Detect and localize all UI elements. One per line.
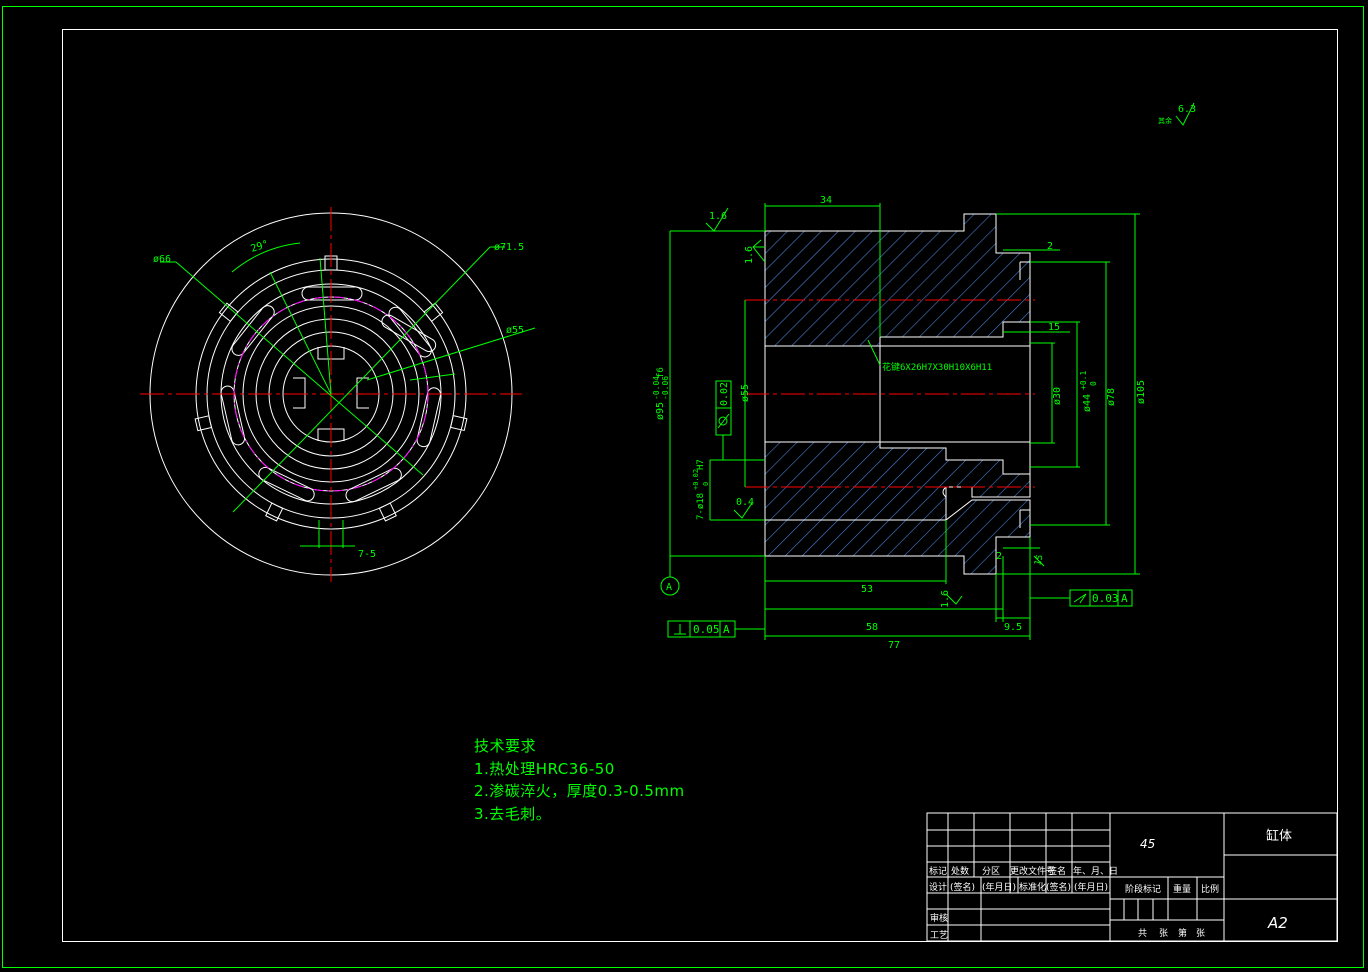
outer-frame xyxy=(2,6,1364,968)
section-dimensions xyxy=(669,203,1140,640)
dim-d95-lower: -0.06 xyxy=(661,376,670,400)
roughness-symbols xyxy=(705,102,1195,605)
hdr-qianming: 签名 xyxy=(1048,865,1066,877)
dim-d30: ø30 xyxy=(1052,387,1063,405)
dim-2-bottom: 2 xyxy=(996,551,1002,562)
dim-holes-fit: H7 xyxy=(696,459,706,470)
dim-holes-upper: +0.02 xyxy=(692,469,700,490)
hdr-biaoji: 标记 xyxy=(929,865,947,877)
dim-holes-lower: 0 xyxy=(702,482,710,486)
qianming2: (签名) xyxy=(1046,881,1071,893)
inner-frame xyxy=(62,29,1338,942)
dim-d95: ø95 xyxy=(655,402,666,420)
dim-53: 53 xyxy=(861,584,873,595)
dim-d95-upper: -0.04 xyxy=(652,376,661,400)
jieduan: 阶段标记 xyxy=(1125,883,1161,895)
dim-d55: ø55 xyxy=(740,384,751,402)
title-block-grid xyxy=(926,812,1338,942)
bili: 比例 xyxy=(1201,883,1219,895)
ra-top: 1.6 xyxy=(709,211,727,222)
dim-58: 58 xyxy=(866,622,878,633)
dim-d715: ø71.5 xyxy=(494,242,524,253)
dim-d78: ø78 xyxy=(1106,388,1117,406)
dim-holes: 7-ø18 xyxy=(696,493,706,520)
datum-a: A xyxy=(666,582,672,593)
end-view-centerlines xyxy=(140,207,522,582)
nianyueri2: (年月日) xyxy=(1074,881,1108,893)
zhongliang: 重量 xyxy=(1173,883,1191,895)
perp-datum: A xyxy=(723,623,730,636)
slot-dim: 7-5 xyxy=(358,549,376,560)
ra-face: 1.6 xyxy=(744,246,755,264)
runout-tol: 0.03 xyxy=(1092,592,1119,605)
dim-d44: ø44 xyxy=(1082,394,1093,412)
dim-d105: ø105 xyxy=(1136,380,1147,404)
dim-d44-lower: 0 xyxy=(1089,381,1098,386)
dim-d44-upper: +0.1 xyxy=(1079,371,1088,390)
angle-label: 29° xyxy=(250,239,271,255)
cyl-tol: 0.02 xyxy=(719,382,730,406)
dim-34: 34 xyxy=(820,195,832,206)
zhang1: 张 xyxy=(1159,928,1168,939)
di: 第 xyxy=(1178,927,1187,939)
spline-callout: 花键6X26H7X30H10X6H11 xyxy=(882,361,992,373)
dim-9-5: 9.5 xyxy=(1004,622,1022,633)
biaozhunhua: 标准化 xyxy=(1019,881,1046,893)
sheji: 设计 xyxy=(929,881,947,893)
hdr-nianyueri: 年、月、日 xyxy=(1073,865,1118,877)
shenhe: 审核 xyxy=(930,912,948,924)
dim-d55-end: ø55 xyxy=(506,325,524,336)
tech-item-1: 1.热处理HRC36-50 xyxy=(474,759,615,778)
dim-15-angle: 15 xyxy=(1033,554,1045,567)
tech-title: 技术要求 xyxy=(474,737,537,755)
zhang2: 张 xyxy=(1196,928,1205,939)
dim-15: 15 xyxy=(1048,322,1060,333)
hdr-chushu: 处数 xyxy=(951,865,969,877)
nianyueri1: (年月日) xyxy=(982,881,1016,893)
dim-d95-fit: f6 xyxy=(656,367,666,378)
hdr-wenjian: 更改文件号 xyxy=(1010,865,1055,877)
end-view-dimensions xyxy=(160,242,536,548)
general-ra-value: 6.3 xyxy=(1178,104,1196,115)
general-ra-label: 其余 xyxy=(1158,116,1172,125)
dim-2-top: 2 xyxy=(1047,241,1053,252)
tech-item-3: 3.去毛刺。 xyxy=(474,804,552,823)
perp-tol: 0.05 xyxy=(693,623,720,636)
ra-bore: 0.4 xyxy=(736,497,754,508)
dim-77: 77 xyxy=(888,640,900,651)
sheet-size: A2 xyxy=(1267,914,1288,932)
part-name: 缸体 xyxy=(1266,828,1292,844)
material: 45 xyxy=(1140,837,1155,851)
hdr-fenqu: 分区 xyxy=(982,866,1000,877)
gdt-frames xyxy=(660,380,1133,638)
runout-datum: A xyxy=(1121,592,1128,605)
technical-requirements: 技术要求 1.热处理HRC36-50 2.渗碳淬火，厚度0.3-0.5mm 3.… xyxy=(474,735,685,825)
qianming1: (签名) xyxy=(950,881,975,893)
tech-item-2: 2.渗碳淬火，厚度0.3-0.5mm xyxy=(474,782,685,800)
gong: 共 xyxy=(1138,928,1147,939)
gongyi: 工艺 xyxy=(930,930,948,941)
ra-bottom: 1.6 xyxy=(940,590,951,608)
section-view xyxy=(745,213,1035,575)
dim-d66: ø66 xyxy=(153,254,171,265)
